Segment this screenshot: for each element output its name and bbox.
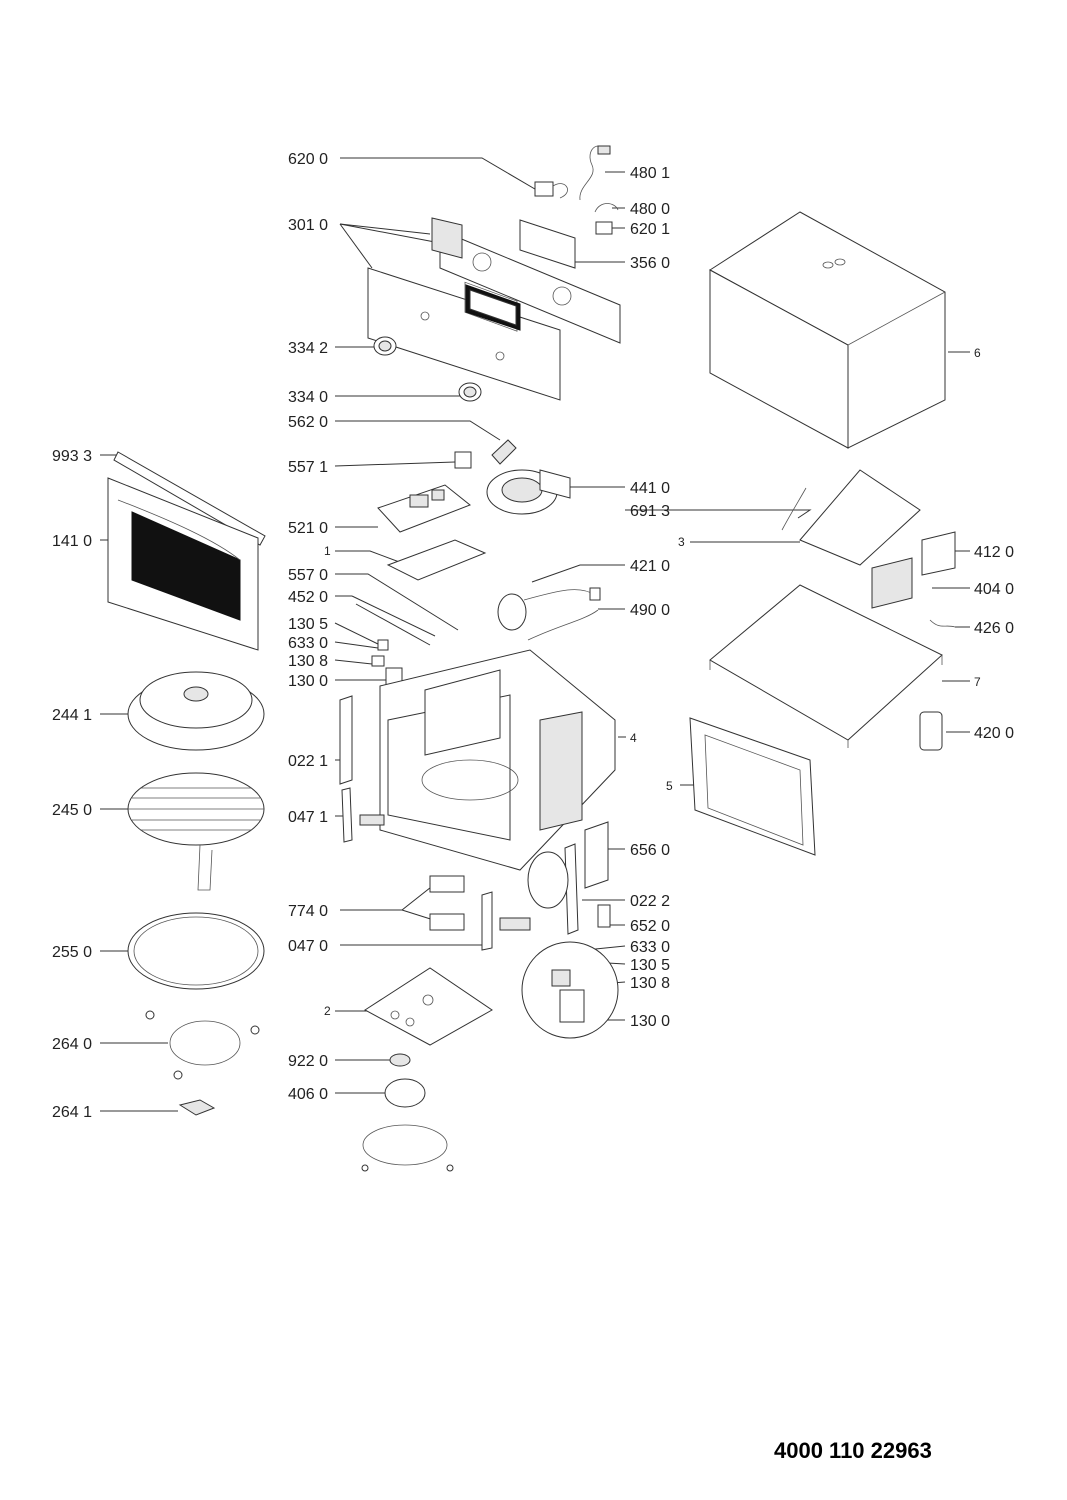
label-1: 1 (324, 544, 331, 558)
switch-parts (371, 639, 403, 689)
label-130-8-a: 130 8 (288, 653, 328, 670)
label-490-0: 490 0 (630, 602, 670, 619)
wiring-harness-part (534, 145, 619, 235)
label-264-1: 264 1 (52, 1104, 92, 1121)
label-130-5-a: 130 5 (288, 616, 328, 633)
label-420-0: 420 0 (974, 725, 1014, 742)
label-334-2: 334 2 (288, 340, 328, 357)
casing-part (709, 211, 946, 449)
label-620-1: 620 1 (630, 221, 670, 238)
label-421-0: 421 0 (630, 558, 670, 575)
label-356-0: 356 0 (630, 255, 670, 272)
label-130-8-b: 130 8 (630, 975, 670, 992)
label-633-0-a: 633 0 (288, 635, 328, 652)
knob-parts (373, 336, 482, 402)
label-245-0: 245 0 (52, 802, 92, 819)
rack-part (127, 772, 265, 891)
label-412-0: 412 0 (974, 544, 1014, 561)
latch-parts (429, 875, 465, 931)
plate-part (127, 912, 265, 990)
hinge-part-right (481, 891, 531, 951)
right-side-parts (564, 821, 611, 935)
label-4: 4 (630, 731, 637, 745)
label-557-0: 557 0 (288, 567, 328, 584)
label-3: 3 (678, 535, 685, 549)
label-656-0: 656 0 (630, 842, 670, 859)
label-244-1: 244 1 (52, 707, 92, 724)
label-480-0: 480 0 (630, 201, 670, 218)
door-frame-part (689, 717, 816, 856)
label-141-0: 141 0 (52, 533, 92, 550)
label-521-0: 521 0 (288, 520, 328, 537)
base-part (709, 584, 943, 748)
label-130-5-b: 130 5 (630, 957, 670, 974)
base-plate-part (364, 967, 493, 1046)
coupler-part (178, 1099, 216, 1116)
label-774-0: 774 0 (288, 903, 328, 920)
label-264-0: 264 0 (52, 1036, 92, 1053)
roller-ring-part (145, 1010, 260, 1080)
label-633-0-b: 633 0 (630, 939, 670, 956)
label-5: 5 (666, 779, 673, 793)
label-652-0: 652 0 (630, 918, 670, 935)
label-922-0: 922 0 (288, 1053, 328, 1070)
drawing-number: 4000 110 22963 (774, 1438, 932, 1463)
rod-parts (351, 595, 436, 646)
bracket-part (386, 539, 487, 581)
label-047-1: 047 1 (288, 809, 328, 826)
label-404-0: 404 0 (974, 581, 1014, 598)
motor-parts (361, 1053, 454, 1172)
label-480-1: 480 1 (630, 165, 670, 182)
control-panel-part (367, 217, 621, 401)
door-part (107, 451, 266, 651)
capacitor-part (497, 587, 601, 641)
fan-part (486, 469, 571, 515)
label-047-0: 047 0 (288, 938, 328, 955)
label-406-0: 406 0 (288, 1086, 328, 1103)
part-labels: 620 0 480 1 480 0 620 1 301 0 356 0 6 33… (52, 151, 1014, 1121)
lamp-part (491, 439, 517, 465)
label-691-3: 691 3 (630, 503, 670, 520)
leader-lines (100, 157, 970, 1112)
hinge-parts-left (339, 695, 385, 843)
detail-callouts (521, 851, 619, 1039)
label-130-0-a: 130 0 (288, 673, 328, 690)
capacitor-part-2 (919, 711, 943, 751)
transformer-part (871, 531, 956, 628)
label-301-0: 301 0 (288, 217, 328, 234)
label-557-1: 557 1 (288, 459, 328, 476)
cavity-part (379, 649, 616, 871)
label-255-0: 255 0 (52, 944, 92, 961)
label-334-0: 334 0 (288, 389, 328, 406)
label-130-0-b: 130 0 (630, 1013, 670, 1030)
label-7: 7 (974, 675, 981, 689)
label-441-0: 441 0 (630, 480, 670, 497)
label-452-0: 452 0 (288, 589, 328, 606)
label-426-0: 426 0 (974, 620, 1014, 637)
label-993-3: 993 3 (52, 448, 92, 465)
pcb-part (377, 484, 471, 533)
label-022-2: 022 2 (630, 893, 670, 910)
label-022-1: 022 1 (288, 753, 328, 770)
thermostat-part (454, 451, 472, 469)
cover-part (127, 671, 265, 751)
label-2: 2 (324, 1004, 331, 1018)
label-620-0: 620 0 (288, 151, 328, 168)
duct-part (781, 469, 921, 566)
label-562-0: 562 0 (288, 414, 328, 431)
label-6: 6 (974, 346, 981, 360)
